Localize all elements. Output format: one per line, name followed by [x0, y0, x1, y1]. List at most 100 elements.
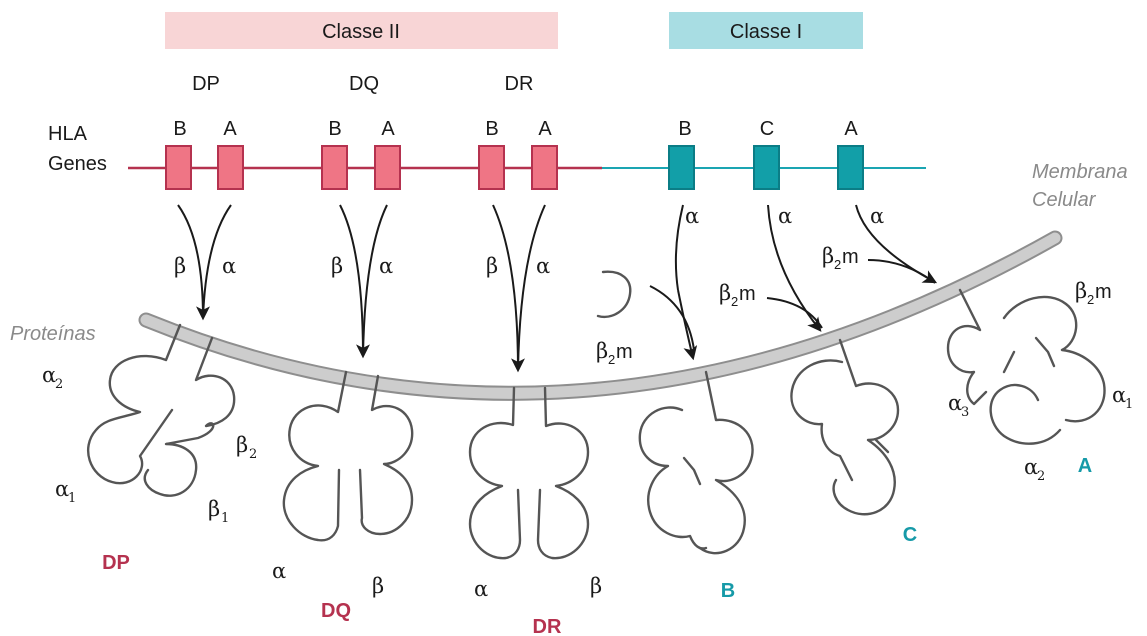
arrow-a-alpha — [855, 204, 938, 284]
gene-box-dpb — [165, 145, 192, 190]
dp-labels: α 2 β 2 α 1 β 1 — [42, 363, 257, 526]
protein-dq — [282, 370, 414, 542]
svg-text:α: α — [1024, 455, 1038, 479]
cell-membrane — [138, 230, 1063, 401]
arrow-b2m-to-a — [867, 259, 936, 284]
protein-label-dp: DP — [102, 552, 130, 574]
chain-alpha-label: α — [222, 254, 236, 278]
gene-letter: B — [328, 118, 341, 140]
class1-arrows — [649, 204, 938, 361]
dq-alpha-label: α — [272, 559, 286, 583]
gene-box-dqa — [374, 145, 401, 190]
gene-box-c — [753, 145, 780, 190]
b2m-label: β 2 m — [822, 244, 859, 272]
svg-text:2: 2 — [1037, 469, 1045, 484]
class2-header: Classe II — [165, 12, 558, 49]
svg-text:β: β — [1075, 279, 1087, 303]
b2m-label: β 2 m — [719, 281, 756, 309]
arrow-dp-beta — [177, 204, 210, 321]
gene-box-dqb — [321, 145, 348, 190]
gene-letter: A — [223, 118, 237, 140]
chain-alpha-label: α — [778, 204, 792, 228]
svg-text:2: 2 — [731, 294, 738, 309]
gene-letter: A — [381, 118, 395, 140]
svg-text:2: 2 — [249, 447, 257, 462]
class2-label: Classe II — [322, 21, 400, 43]
class2-band — [165, 12, 558, 49]
arrow-dr-alpha — [517, 204, 546, 371]
svg-text:β: β — [596, 339, 608, 363]
a-labels: α 3 α 1 α 2 — [948, 383, 1133, 484]
gene-box-b — [668, 145, 695, 190]
class1-label: Classe I — [730, 21, 802, 43]
proteins-label: Proteínas — [10, 323, 96, 345]
class2-gene-boxes — [165, 145, 558, 190]
dr-beta-label: β — [590, 574, 602, 598]
gene-letter: C — [760, 118, 774, 140]
protein-label-b: B — [721, 580, 735, 602]
svg-text:β: β — [236, 433, 248, 457]
b2m-label: β 2 m — [596, 339, 633, 367]
svg-text:α: α — [948, 391, 962, 415]
dr-alpha-label: α — [474, 577, 488, 601]
b2m-label: β 2 m — [1075, 279, 1112, 307]
svg-text:β: β — [822, 244, 834, 268]
arrow-b-alpha — [674, 204, 684, 291]
svg-text:m: m — [1095, 281, 1112, 303]
svg-text:α: α — [1112, 383, 1126, 407]
locus-label-dr: DR — [505, 73, 534, 95]
chain-alpha-label: α — [870, 204, 884, 228]
arrow-b2m-to-b — [649, 285, 695, 351]
gene-box-dpa — [217, 145, 244, 190]
gene-letter: A — [844, 118, 858, 140]
protein-label-dr: DR — [533, 616, 562, 636]
genes-label: Genes — [48, 153, 107, 175]
class2-chain-labels: β α β α β α — [174, 254, 550, 278]
gene-box-drb — [478, 145, 505, 190]
svg-text:2: 2 — [834, 257, 841, 272]
class1-gene-boxes — [668, 145, 864, 190]
svg-text:m: m — [842, 246, 859, 268]
svg-text:m: m — [616, 341, 633, 363]
svg-text:2: 2 — [1087, 292, 1094, 307]
gene-letter: B — [485, 118, 498, 140]
free-b2m-domain — [596, 270, 632, 319]
membrane-label: Membrana — [1032, 161, 1128, 183]
arrow-dq-beta — [339, 204, 370, 359]
locus-label-dp: DP — [192, 73, 220, 95]
chain-alpha-label: α — [685, 204, 699, 228]
protein-label-c: C — [903, 524, 917, 546]
arrow-b-main — [677, 289, 698, 361]
dq-beta-label: β — [372, 574, 384, 598]
svg-text:m: m — [739, 283, 756, 305]
class1-header: Classe I — [669, 12, 863, 49]
chain-beta-label: β — [174, 254, 186, 278]
gene-letter: B — [678, 118, 691, 140]
gene-box-a — [837, 145, 864, 190]
class1-band — [669, 12, 863, 49]
protein-dr — [468, 386, 590, 560]
protein-b — [638, 370, 754, 555]
protein-c — [790, 338, 900, 516]
gene-letter: B — [173, 118, 186, 140]
gene-letters: B A B A B A B C A — [173, 118, 858, 140]
protein-label-dq: DQ — [321, 600, 351, 622]
svg-text:β: β — [719, 281, 731, 305]
svg-text:1: 1 — [1125, 397, 1133, 412]
protein-dp — [86, 323, 236, 497]
arrow-dq-alpha — [362, 204, 388, 357]
arrow-dp-alpha — [202, 204, 232, 319]
svg-text:1: 1 — [221, 511, 229, 526]
b2m-labels: β 2 m β 2 m β 2 m β 2 m — [596, 244, 1112, 367]
chain-alpha-label: α — [536, 254, 550, 278]
locus-label-dq: DQ — [349, 73, 379, 95]
hla-label: HLA — [48, 123, 88, 145]
gene-box-dra — [531, 145, 558, 190]
chain-beta-label: β — [486, 254, 498, 278]
svg-text:α: α — [42, 363, 56, 387]
svg-text:β: β — [208, 497, 220, 521]
svg-text:α: α — [55, 477, 69, 501]
membrane-label: Celular — [1032, 189, 1097, 211]
svg-text:3: 3 — [961, 405, 969, 420]
